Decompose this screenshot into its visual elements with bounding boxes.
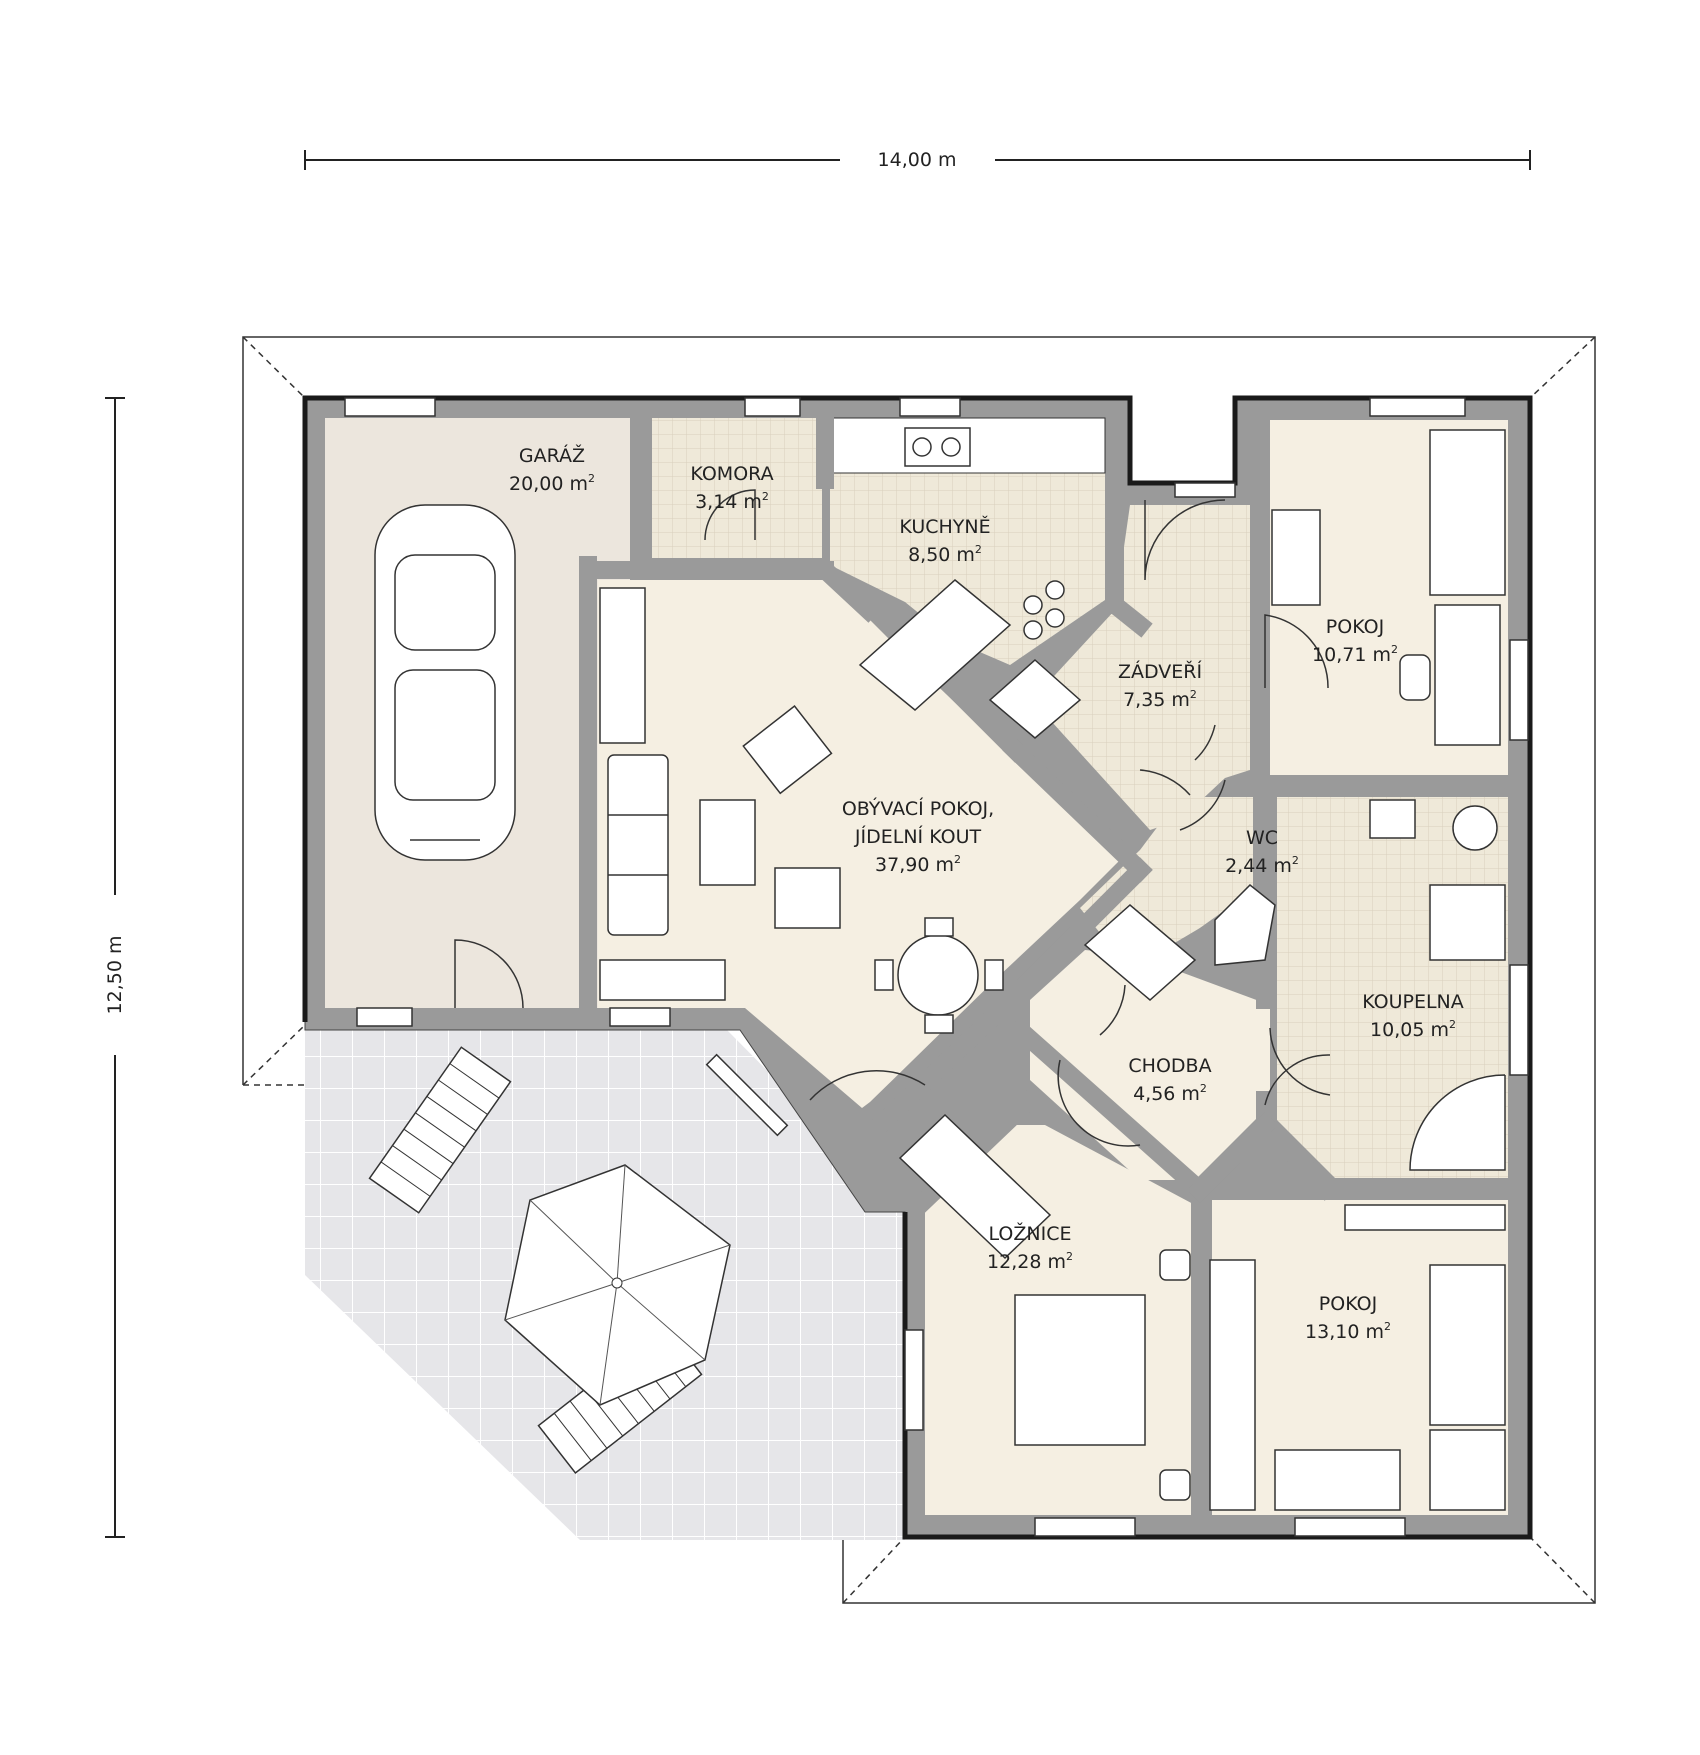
loznice-name: LOŽNICE [989,1222,1072,1245]
car [374,504,516,861]
zadveri-name: ZÁDVEŘÍ [1118,660,1203,683]
chodba-name: CHODBA [1128,1055,1211,1077]
kitchen [858,427,1082,739]
width-label: 14,00 m [878,149,957,171]
komora-name: KOMORA [690,463,773,485]
height-dimension: 12,50 m [104,397,126,1538]
obyvaci-name: OBÝVACÍ POKOJ, [842,797,994,820]
height-label: 12,50 m [104,936,126,1015]
komora-area: 3,14 m2 [695,490,769,513]
exterior-outline [302,395,1533,1540]
pokoj1-area: 10,71 m2 [1312,643,1398,666]
width-dimension: 14,00 m [304,149,1531,171]
garaz-name: GARÁŽ [519,444,585,467]
interior-walls [579,409,1519,1534]
koupelna-area: 10,05 m2 [1370,1018,1456,1041]
wc-name: WC [1246,827,1278,849]
room-labels: GARÁŽ 20,00 m2 KOMORA 3,14 m2 KUCHYNĚ 8,… [509,444,1464,1343]
doors [454,489,1331,1147]
pokoj2-name: POKOJ [1319,1293,1377,1315]
kuchyne-name: KUCHYNĚ [899,515,990,538]
windows [344,397,1529,1537]
chodba-area: 4,56 m2 [1133,1082,1207,1105]
garaz-area: 20,00 m2 [509,472,595,495]
wc-area: 2,44 m2 [1225,854,1299,877]
loznice-area: 12,28 m2 [987,1250,1073,1273]
terrace [305,1028,905,1540]
rooms-furniture [898,429,1506,1511]
parasol [504,1164,731,1406]
koupelna-name: KOUPELNA [1362,991,1464,1013]
sun-lounger [368,1046,512,1214]
obyvaci-area: 37,90 m2 [875,853,961,876]
obyvaci-name2: JÍDELNÍ KOUT [854,825,982,848]
kuchyne-area: 8,50 m2 [908,543,982,566]
living-furniture [599,587,1004,1034]
pokoj1-name: POKOJ [1326,616,1384,638]
pokoj2-area: 13,10 m2 [1305,1320,1391,1343]
zadveri-area: 7,35 m2 [1123,688,1197,711]
